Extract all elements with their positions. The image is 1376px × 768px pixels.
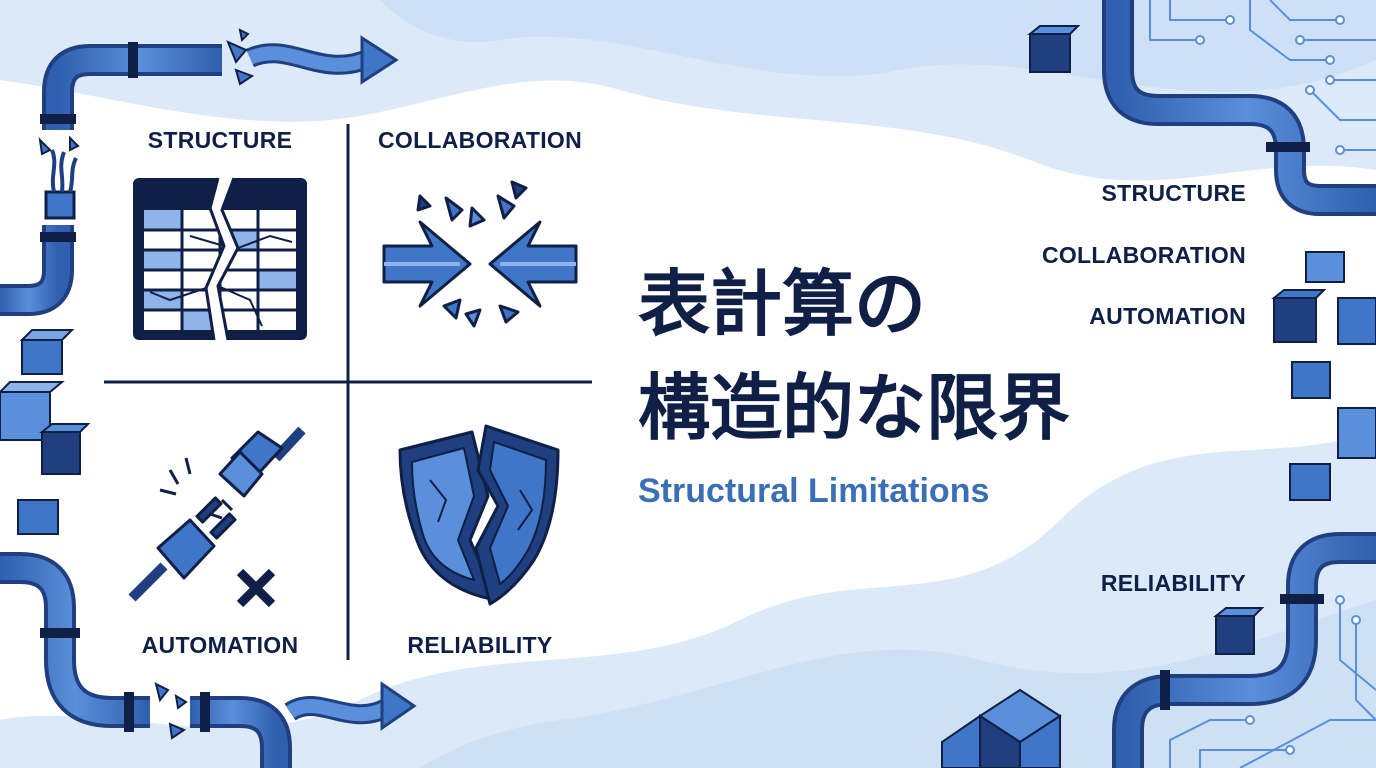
quadrant-label-structure: STRUCTURE <box>147 127 293 153</box>
pipe-break-shards-top <box>38 28 255 156</box>
title-line-2: 構造的な限界 <box>638 366 1071 450</box>
colliding-arrows-icon <box>382 180 578 328</box>
side-label-collaboration: COLLABORATION <box>1041 242 1246 268</box>
quadrant-label-reliability: RELIABILITY <box>407 632 553 658</box>
quadrant-label-automation: AUTOMATION <box>141 632 299 658</box>
quadrant-label-collaboration: COLLABORATION <box>377 127 583 153</box>
subtitle: Structural Limitations <box>638 472 990 510</box>
pipe-bottom-right <box>1112 532 1376 768</box>
page-title: 表計算の 構造的な限界 <box>638 252 1070 460</box>
side-label-reliability: RELIABILITY <box>1100 570 1246 596</box>
pipe-bottom-left <box>0 552 396 768</box>
isometric-blocks <box>941 688 1062 768</box>
broken-shield-icon <box>398 424 560 606</box>
cubes-left <box>0 329 91 535</box>
side-label-automation: AUTOMATION <box>1089 303 1246 329</box>
circuit-traces-top <box>1149 0 1376 155</box>
arrow-bottom-left <box>380 681 417 731</box>
pipe-top-left <box>0 42 375 316</box>
pipe-break-shards-bottom <box>154 682 188 740</box>
title-line-1: 表計算の <box>638 262 927 346</box>
disconnected-plug-icon <box>128 426 306 608</box>
quadrant-divider <box>104 124 592 660</box>
arrow-top-left <box>360 35 399 85</box>
circuit-traces-bottom <box>1169 595 1376 768</box>
cracked-spreadsheet-icon <box>133 177 307 341</box>
cubes-right <box>1027 25 1376 655</box>
pipe-top-right <box>1102 0 1376 216</box>
side-label-structure: STRUCTURE <box>1101 180 1246 206</box>
broken-wires <box>44 149 78 220</box>
